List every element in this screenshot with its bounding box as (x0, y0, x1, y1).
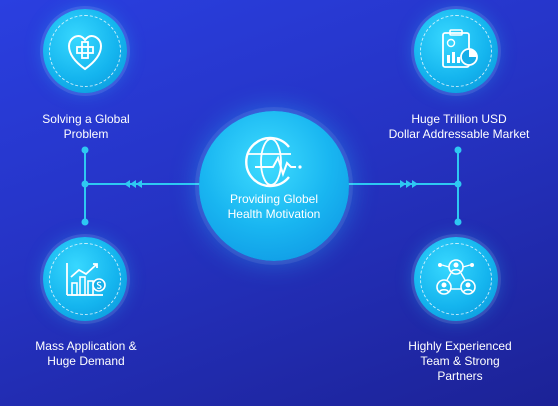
report-chart-icon (442, 29, 478, 68)
right-arrows-icon (400, 180, 418, 188)
right-bottom-dot (454, 218, 462, 226)
node-center-health-motivation (199, 111, 349, 261)
growth-chart-icon (66, 263, 106, 296)
left-mid-dot (81, 180, 89, 188)
node-addressable-market (414, 9, 498, 93)
label-center: Providing Globel Health Motivation (205, 192, 343, 222)
label-line: Highly Experienced (408, 339, 512, 353)
label-addressable-market: Huge Trillion USD Dollar Addressable Mar… (370, 112, 548, 142)
globe-pulse-icon (245, 136, 302, 188)
label-line: Team & Strong (420, 354, 500, 368)
right-top-dot (454, 146, 462, 154)
node-experienced-team (414, 237, 498, 321)
label-experienced-team: Highly Experienced Team & Strong Partner… (380, 339, 540, 384)
label-line: Health Motivation (227, 207, 321, 221)
label-line: Partners (437, 369, 483, 383)
right-mid-dot (454, 180, 462, 188)
label-line: Mass Application & (35, 339, 137, 353)
label-line: Providing Globel (229, 192, 319, 206)
label-line: Solving a Global (42, 112, 130, 126)
label-line: Problem (63, 127, 109, 141)
label-mass-application: Mass Application & Huge Demand (16, 339, 156, 369)
left-bottom-dot (81, 218, 89, 226)
label-line: Dollar Addressable Market (388, 127, 530, 141)
label-solving-global-problem: Solving a Global Problem (20, 112, 152, 142)
node-mass-application (43, 237, 127, 321)
team-network-icon (436, 259, 476, 295)
left-arrows-icon (124, 180, 142, 188)
label-line: Huge Demand (47, 354, 125, 368)
node-solving-global-problem (43, 9, 127, 93)
label-line: Huge Trillion USD (411, 112, 507, 126)
heart-cross-icon (67, 34, 103, 71)
left-top-dot (81, 146, 89, 154)
